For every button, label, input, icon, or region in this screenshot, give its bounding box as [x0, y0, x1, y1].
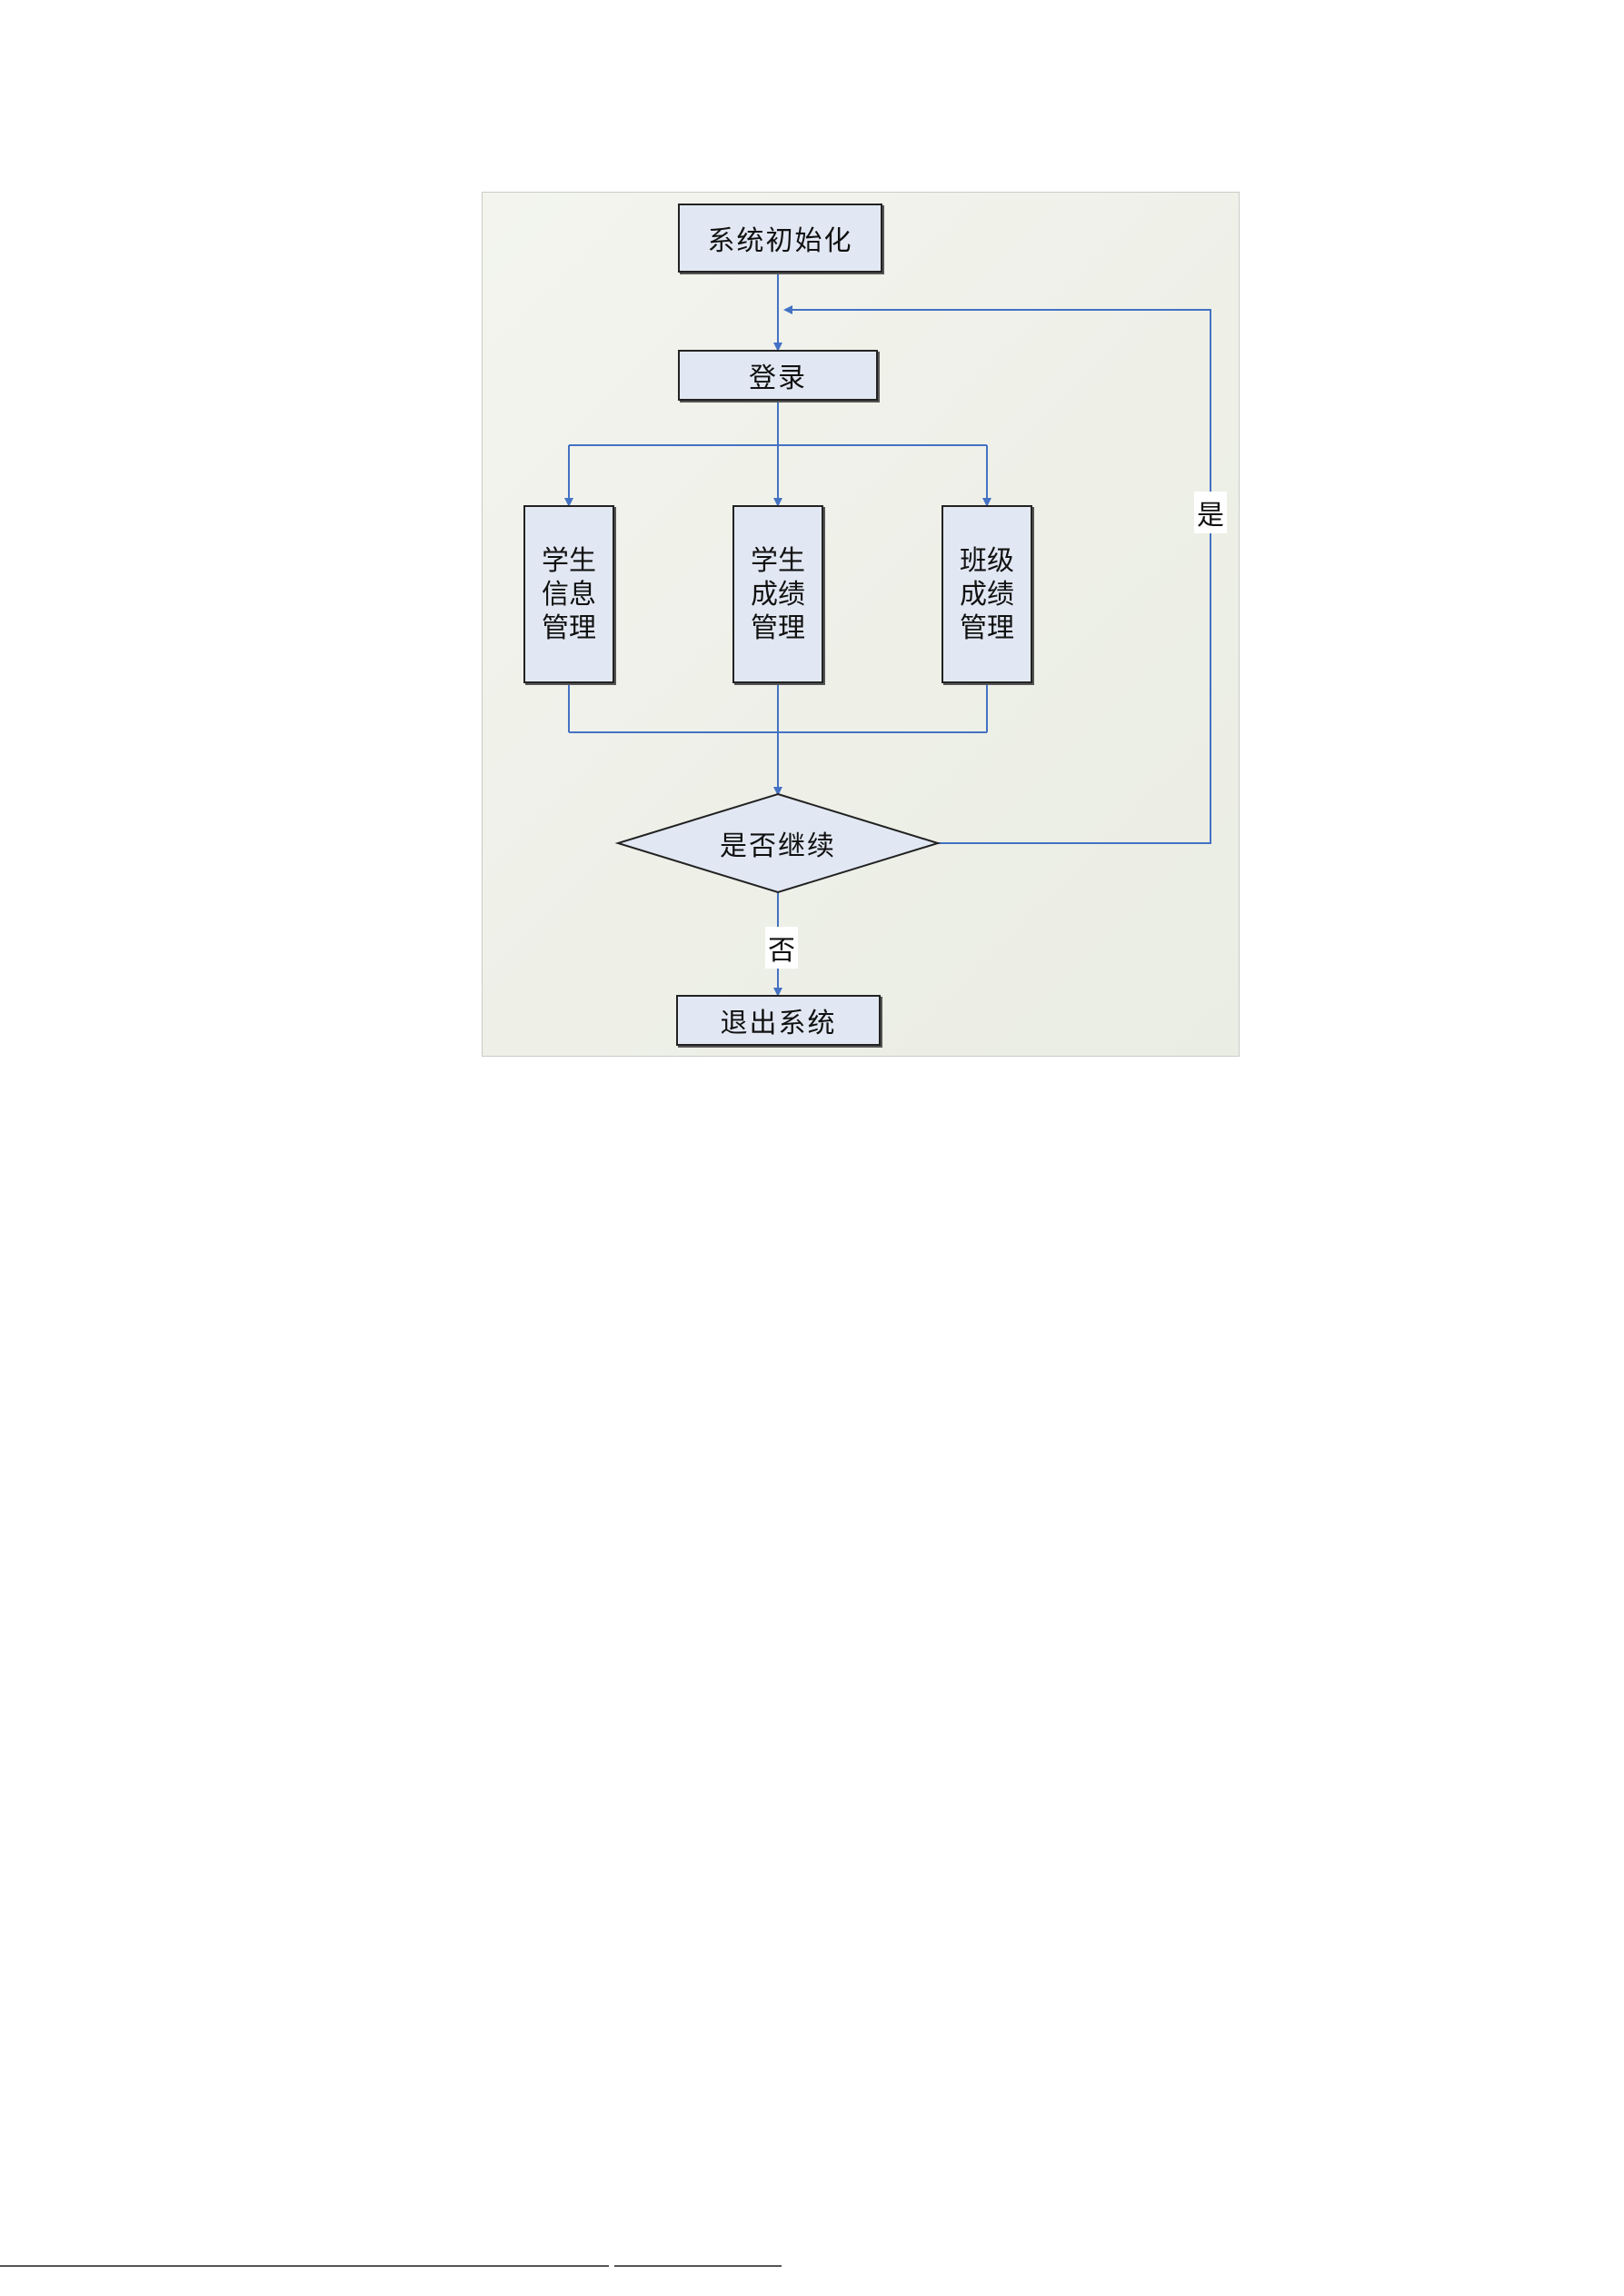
node-login: 登录 [678, 350, 878, 401]
edge-label-yes: 是 [1194, 492, 1227, 533]
node-student-grades: 学生成绩管理 [732, 505, 823, 683]
node-exit-system-label: 退出系统 [721, 1000, 837, 1040]
footer-rule-right [614, 2265, 782, 2267]
edge-label-no: 否 [765, 927, 798, 969]
node-system-init-label: 系统初始化 [708, 218, 853, 258]
node-exit-system: 退出系统 [676, 995, 881, 1046]
decision-label: 是否继续 [720, 823, 836, 863]
node-student-info-label: 学生信息管理 [540, 544, 598, 645]
node-login-label: 登录 [749, 355, 807, 395]
node-class-grades: 班级成绩管理 [942, 505, 1032, 683]
node-student-info: 学生信息管理 [523, 505, 614, 683]
footer-rule-left [0, 2265, 609, 2267]
node-system-init: 系统初始化 [678, 204, 882, 273]
node-student-grades-label: 学生成绩管理 [749, 544, 807, 645]
flowchart-panel: 系统初始化 登录 学生信息管理 学生成绩管理 班级成绩管理 是否继续 退出系统 … [482, 192, 1240, 1057]
node-class-grades-label: 班级成绩管理 [958, 544, 1016, 645]
